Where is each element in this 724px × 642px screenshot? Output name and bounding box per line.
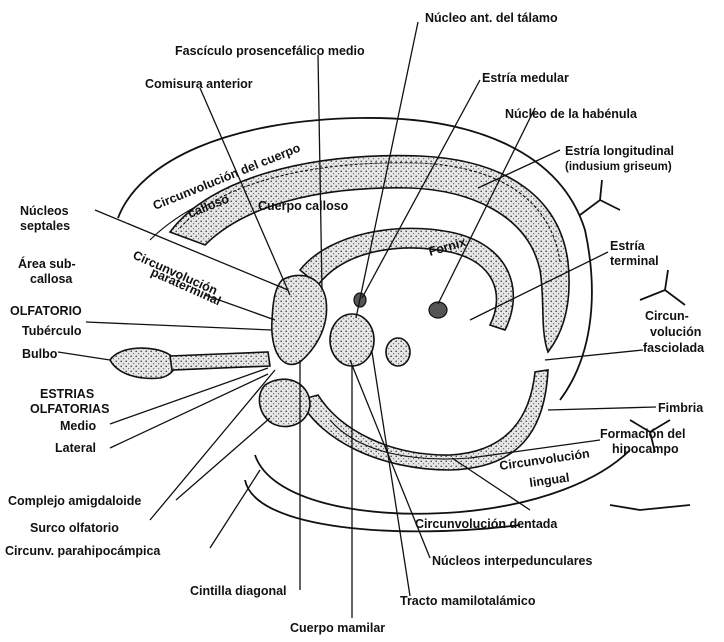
- label-circ-lingual-2: lingual: [528, 471, 570, 490]
- olfactory-tract: [170, 352, 270, 370]
- label-tuberculo: Tubérculo: [22, 324, 82, 338]
- hippocampal-formation: [300, 370, 548, 470]
- mammillary-body: [386, 338, 410, 366]
- label-nucleo-ant-talamo: Núcleo ant. del tálamo: [425, 11, 558, 25]
- amygdaloid-complex: [259, 379, 310, 426]
- label-medio: Medio: [60, 419, 96, 433]
- label-fasciculo-prosencefalico: Fascículo prosencefálico medio: [175, 44, 365, 58]
- label-circ-fasciolada-1: Circun-: [645, 309, 689, 323]
- label-estria-medular: Estría medular: [482, 71, 569, 85]
- label-lateral: Lateral: [55, 441, 96, 455]
- label-nucleos-septales-2: septales: [20, 219, 70, 233]
- label-area-subcallosa-2: callosa: [30, 272, 73, 286]
- label-complejo-amigdaloide: Complejo amigdaloide: [8, 494, 141, 508]
- label-cuerpo-mamilar: Cuerpo mamilar: [290, 621, 385, 635]
- label-area-subcallosa-1: Área sub-: [18, 256, 76, 271]
- label-bulbo: Bulbo: [22, 347, 58, 361]
- label-cintilla-diagonal: Cintilla diagonal: [190, 584, 287, 598]
- label-nucleos-interpedunculares: Núcleos interpedunculares: [432, 554, 593, 568]
- label-circ-parahipocampica: Circunv. parahipocámpica: [5, 544, 161, 558]
- label-estrias-olfatorias-2: OLFATORIAS: [30, 402, 109, 416]
- label-fimbria: Fimbria: [658, 401, 704, 415]
- label-cuerpo-calloso: Cuerpo calloso: [258, 199, 349, 213]
- septal-region: [272, 275, 327, 364]
- olfactory-bulb: [110, 348, 175, 378]
- label-tracto-mamilotalamico: Tracto mamilotalámico: [400, 594, 536, 608]
- label-nucleos-septales-1: Núcleos: [20, 204, 69, 218]
- label-formacion-hipocampo-1: Formación del: [600, 427, 685, 441]
- habenular-nucleus: [429, 302, 447, 318]
- label-estria-longitudinal-1: Estría longitudinal: [565, 144, 674, 158]
- label-nucleo-habenula: Núcleo de la habénula: [505, 107, 638, 121]
- label-olfatorio: OLFATORIO: [10, 304, 82, 318]
- label-estria-longitudinal-2: (indusium griseum): [565, 161, 672, 173]
- anterior-thalamic-nucleus: [330, 314, 374, 366]
- label-surco-olfatorio: Surco olfatorio: [30, 521, 119, 535]
- label-circ-dentada: Circunvolución dentada: [415, 517, 558, 531]
- label-circ-fasciolada-2: volución: [650, 325, 701, 339]
- label-comisura-anterior: Comisura anterior: [145, 77, 253, 91]
- label-formacion-hipocampo-2: hipocampo: [612, 442, 679, 456]
- label-estrias-olfatorias-1: ESTRIAS: [40, 387, 94, 401]
- label-estria-terminal-2: terminal: [610, 254, 659, 268]
- label-estria-terminal-1: Estría: [610, 239, 646, 253]
- label-circ-fasciolada-3: fasciolada: [643, 341, 705, 355]
